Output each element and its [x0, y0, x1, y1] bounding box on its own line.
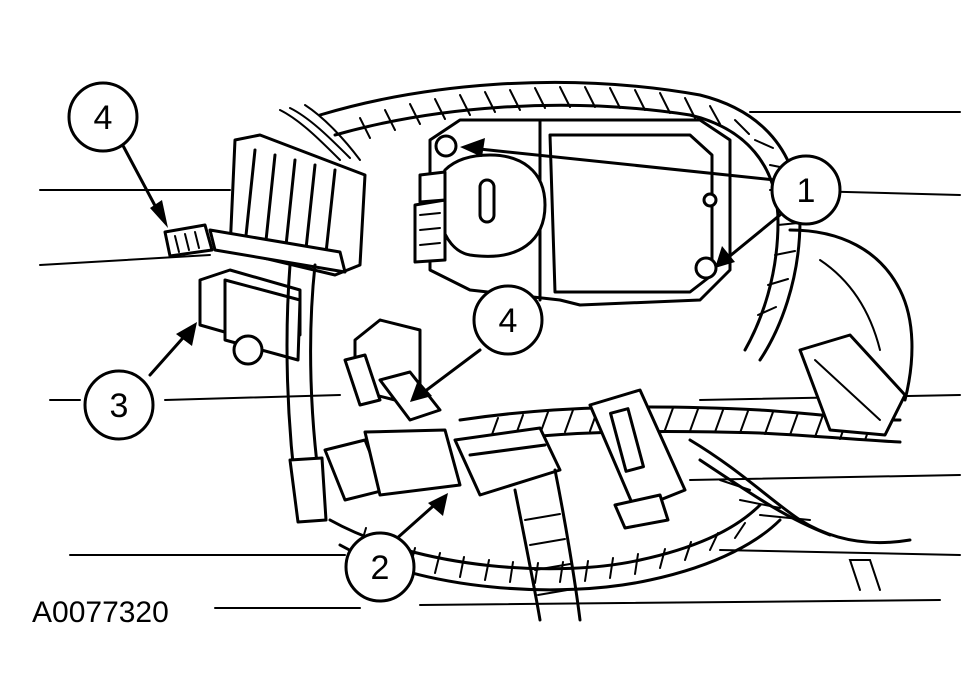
round-connector-assembly — [163, 104, 367, 524]
callout-4-top: 4 — [67, 81, 139, 153]
inline-connector-assembly — [323, 318, 907, 622]
callout-label: 4 — [499, 302, 518, 340]
callout-2: 2 — [344, 531, 416, 603]
callout-4-mid: 4 — [472, 284, 544, 356]
leader-lines — [118, 138, 782, 542]
callout-label: 1 — [797, 172, 816, 210]
callout-label: 3 — [110, 387, 129, 425]
figure-code: A0077320 — [32, 596, 169, 629]
callout-label: 4 — [94, 99, 113, 137]
background-frame-lines — [39, 111, 961, 609]
callout-1: 1 — [770, 154, 842, 226]
callout-3: 3 — [83, 369, 155, 441]
callout-label: 2 — [371, 549, 390, 587]
